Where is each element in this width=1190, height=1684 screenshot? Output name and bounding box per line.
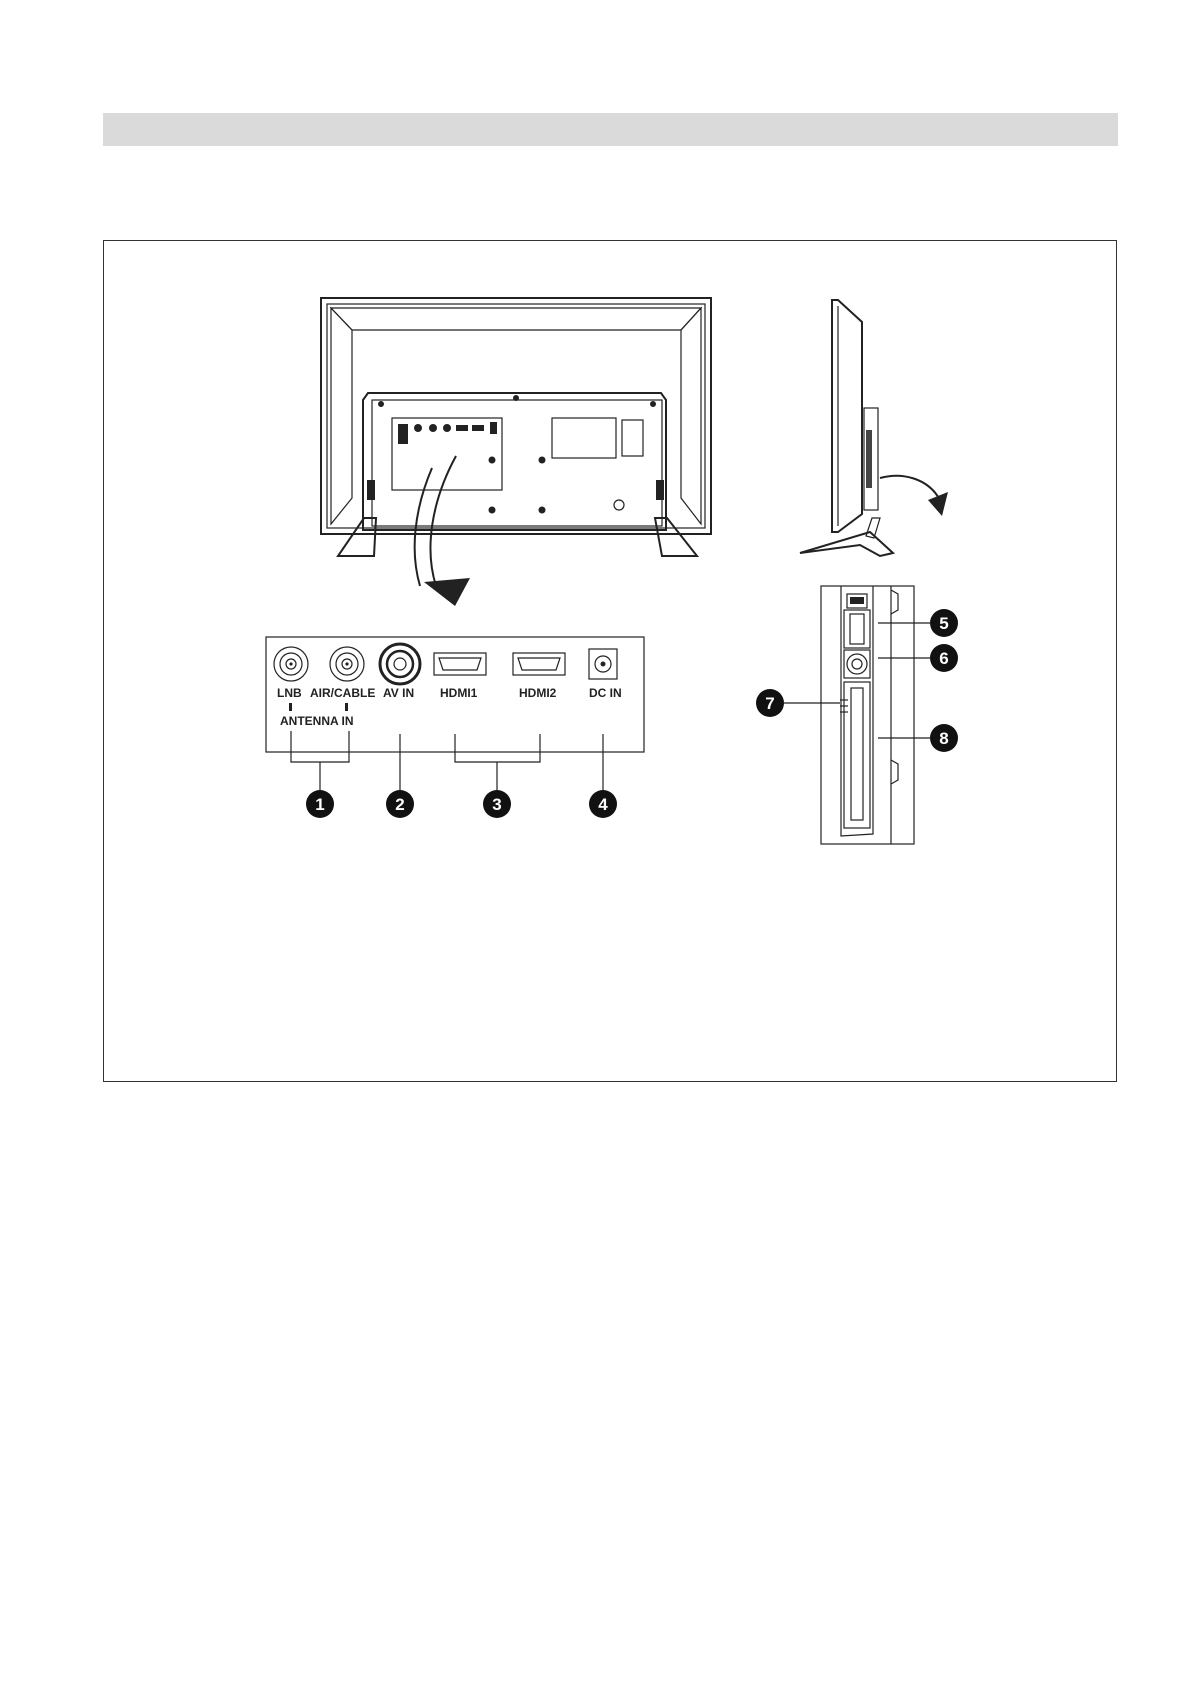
callout-2: 2 — [386, 790, 414, 818]
callout-7-number: 7 — [765, 694, 774, 713]
hdmi1-connector — [433, 652, 487, 676]
panel-leader-lines — [290, 731, 604, 790]
usb-port — [846, 593, 868, 609]
callout-5-number: 5 — [939, 614, 948, 633]
rear-arrow — [413, 455, 470, 606]
callout-4: 4 — [589, 790, 617, 818]
av-in-connector — [378, 642, 422, 686]
callout-1-number: 1 — [315, 795, 324, 814]
callout-7: 7 — [756, 689, 784, 717]
lnb-connector — [273, 646, 309, 682]
label-lnb: LNB — [277, 686, 302, 700]
callout-1: 1 — [306, 790, 334, 818]
callout-6-number: 6 — [939, 649, 948, 668]
label-hdmi2: HDMI2 — [519, 686, 557, 700]
tv-side-view — [799, 299, 948, 558]
callout-6: 6 — [930, 644, 958, 672]
section-header-bar — [103, 113, 1118, 146]
callout-8-number: 8 — [939, 729, 948, 748]
label-dc-in: DC IN — [589, 686, 622, 700]
callout-8: 8 — [930, 724, 958, 752]
side-leader-lines — [784, 622, 930, 739]
label-air-cable: AIR/CABLE — [310, 686, 375, 700]
callout-4-number: 4 — [598, 795, 608, 814]
label-hdmi1: HDMI1 — [440, 686, 478, 700]
connections-diagram-frame — [103, 240, 1117, 1082]
side-connector-panel — [820, 585, 915, 845]
headphone-jack — [843, 649, 871, 679]
tv-rear-view — [320, 297, 712, 557]
callout-3-number: 3 — [492, 795, 501, 814]
air-cable-connector — [329, 646, 365, 682]
side-usb-slot — [843, 609, 871, 649]
hdmi2-connector — [512, 652, 566, 676]
ci-card-slot — [840, 681, 871, 829]
label-av-in: AV IN — [383, 686, 414, 700]
callout-2-number: 2 — [395, 795, 404, 814]
callout-5: 5 — [930, 609, 958, 637]
dc-in-connector — [588, 648, 618, 680]
label-antenna-in: ANTENNA IN — [280, 714, 354, 728]
callout-3: 3 — [483, 790, 511, 818]
